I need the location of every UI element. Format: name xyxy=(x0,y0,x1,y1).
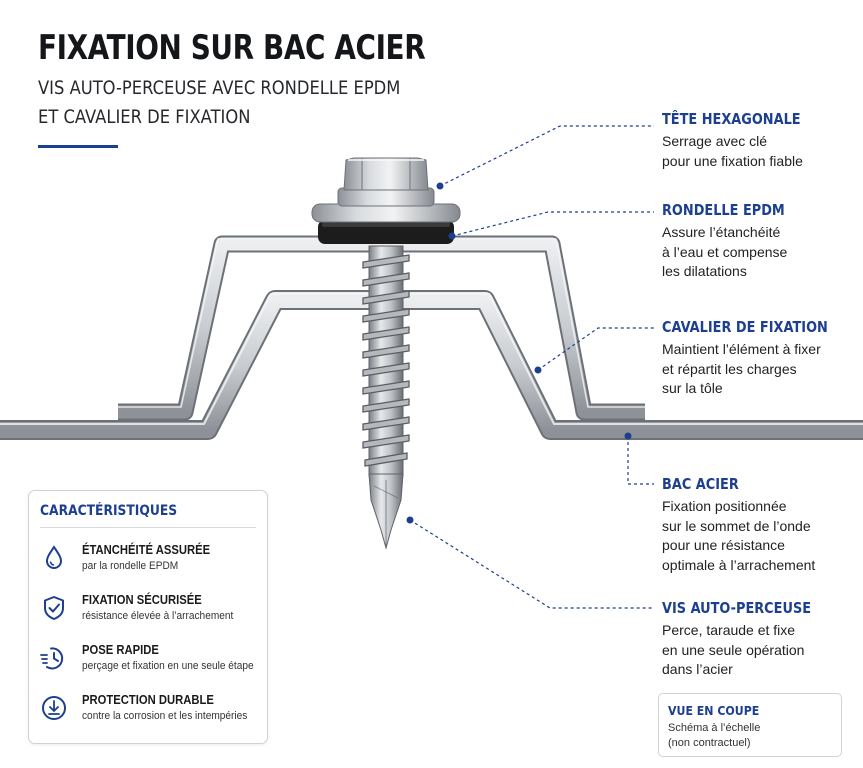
epdm-washer xyxy=(318,220,454,244)
callout-fixing-bracket: CAVALIER DE FIXATION Maintient l’élément… xyxy=(662,318,855,399)
subtitle-line: ET CAVALIER DE FIXATION xyxy=(38,106,251,128)
water-drop-icon xyxy=(45,545,63,569)
callout-markers xyxy=(406,182,632,524)
callout-hex-head: TÊTE HEXAGONALE Serrage avec clé pour un… xyxy=(662,110,823,171)
title-underline xyxy=(38,145,118,148)
callout-description: Serrage avec clé pour une fixation fiabl… xyxy=(662,132,823,171)
feature-item: ÉTANCHÉITÉ ASSURÉE par la rondelle EPDM xyxy=(39,543,263,583)
callout-title: BAC ACIER xyxy=(662,475,739,493)
feature-title: FIXATION SÉCURISÉE xyxy=(82,593,202,607)
feature-title: PROTECTION DURABLE xyxy=(82,693,214,707)
feature-description: contre la corrosion et les intempéries xyxy=(82,710,248,722)
callout-title: VIS AUTO-PERCEUSE xyxy=(662,599,812,617)
feature-description: résistance élevée à l’arrachement xyxy=(82,610,234,622)
callout-line: Fixation positionnée xyxy=(662,498,787,514)
page-title: FIXATION SUR BAC ACIER xyxy=(38,28,426,68)
callout-line: Assure l’étanchéité xyxy=(662,224,781,240)
feature-item: FIXATION SÉCURISÉE résistance élevée à l… xyxy=(39,593,263,633)
features-card-title: CARACTÉRISTIQUES xyxy=(40,503,178,519)
feature-title: ÉTANCHÉITÉ ASSURÉE xyxy=(82,543,211,557)
callout-line: sur la tôle xyxy=(662,380,723,396)
features-card: CARACTÉRISTIQUES ÉTANCHÉITÉ ASSURÉE par … xyxy=(28,490,268,744)
feature-description: perçage et fixation en une seule étape xyxy=(82,660,254,672)
callout-line: à l’eau et compense xyxy=(662,243,788,260)
callout-description: Perce, taraude et fixe en une seule opér… xyxy=(662,621,835,680)
feature-description: par la rondelle EPDM xyxy=(82,560,179,572)
clock-speed-icon xyxy=(40,647,64,670)
features-card-divider xyxy=(40,527,256,528)
callout-self-drilling-screw: VIS AUTO-PERCEUSE Perce, taraude et fixe… xyxy=(662,599,835,680)
callout-line: dans l’acier xyxy=(662,661,733,677)
callout-line: Maintient l’élément à fixer xyxy=(662,341,821,357)
callout-line: Serrage avec clé xyxy=(662,133,768,149)
callout-line: pour une fixation fiable xyxy=(662,152,803,169)
section-view-line: Schéma à l’échelle xyxy=(668,722,761,734)
callout-title: RONDELLE EPDM xyxy=(662,201,785,219)
callout-line: les dilatations xyxy=(662,263,747,279)
callout-line: en une seule opération xyxy=(662,641,805,658)
callout-description: Maintient l’élément à fixer et répartit … xyxy=(662,340,855,399)
callout-description: Fixation positionnée sur le sommet de l’… xyxy=(662,497,815,575)
feature-item: POSE RAPIDE perçage et fixation en une s… xyxy=(39,643,263,683)
callout-line: et répartit les charges xyxy=(662,360,797,377)
callout-description: Assure l’étanchéité à l’eau et compense … xyxy=(662,223,805,282)
callout-epdm-washer: RONDELLE EPDM Assure l’étanchéité à l’ea… xyxy=(662,201,805,282)
protection-badge-icon xyxy=(42,696,66,720)
subtitle-line: VIS AUTO-PERCEUSE AVEC RONDELLE EPDM xyxy=(38,77,401,99)
self-drilling-screw xyxy=(362,245,410,550)
callout-steel-deck: BAC ACIER Fixation positionnée sur le so… xyxy=(662,475,815,575)
callout-line: pour une résistance xyxy=(662,537,785,553)
feature-item: PROTECTION DURABLE contre la corrosion e… xyxy=(39,693,263,733)
shield-check-icon xyxy=(44,596,64,620)
feature-title: POSE RAPIDE xyxy=(82,643,159,657)
callout-line: Perce, taraude et fixe xyxy=(662,622,796,638)
hex-head xyxy=(337,157,435,207)
section-view-line: (non contractuel) xyxy=(668,737,751,749)
section-view-note: VUE EN COUPE Schéma à l’échelle (non con… xyxy=(658,693,842,757)
callout-leaders xyxy=(409,125,654,609)
callout-title: TÊTE HEXAGONALE xyxy=(662,110,801,128)
callout-title: CAVALIER DE FIXATION xyxy=(662,318,828,336)
section-view-title: VUE EN COUPE xyxy=(668,703,760,718)
callout-line: sur le sommet de l’onde xyxy=(662,517,811,534)
metal-washer xyxy=(311,203,461,223)
page-subtitle: VIS AUTO-PERCEUSE AVEC RONDELLE EPDM ET … xyxy=(38,74,400,132)
section-view-description: Schéma à l’échelle (non contractuel) xyxy=(668,721,760,751)
callout-line: optimale à l’arrachement xyxy=(662,556,816,573)
